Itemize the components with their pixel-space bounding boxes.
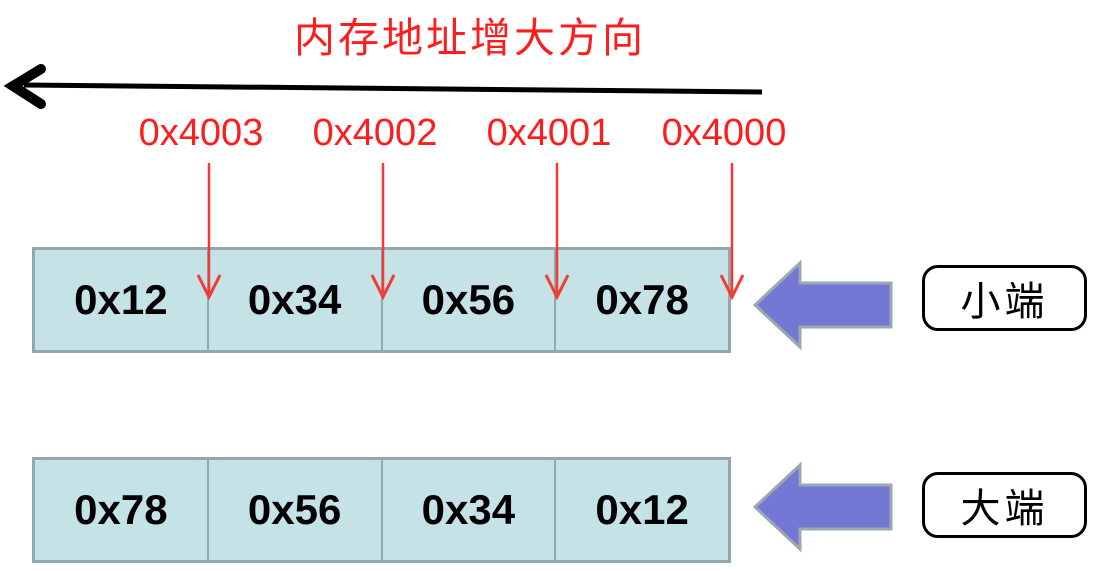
address-label: 0x4003 [138,112,264,154]
memory-cell: 0x12 [35,250,209,350]
little-endian-block-arrow-icon [752,259,893,351]
memory-address-direction-title: 内存地址增大方向 [294,15,646,61]
memory-row-little-endian: 0x12 0x34 0x56 0x78 [32,247,731,353]
memory-cell: 0x78 [595,276,689,323]
address-label: 0x4002 [312,112,438,154]
address-label: 0x4001 [486,112,612,154]
memory-cell: 0x34 [209,250,383,350]
memory-cell: 0x56 [383,250,557,350]
memory-cell: 0x78 [35,460,209,560]
big-endian-label-box: 大端 [922,472,1087,538]
big-endian-block-arrow-icon [752,461,893,553]
memory-direction-left-arrow-icon [3,64,763,109]
address-label: 0x4000 [661,112,787,154]
memory-row-big-endian: 0x78 0x56 0x34 0x12 [32,457,731,563]
big-endian-label: 大端 [960,487,1049,531]
memory-cell: 0x12 [595,486,689,533]
memory-cell: 0x56 [209,460,383,560]
little-endian-label-box: 小端 [922,265,1087,331]
memory-cell: 0x34 [383,460,557,560]
little-endian-label: 小端 [960,280,1049,324]
